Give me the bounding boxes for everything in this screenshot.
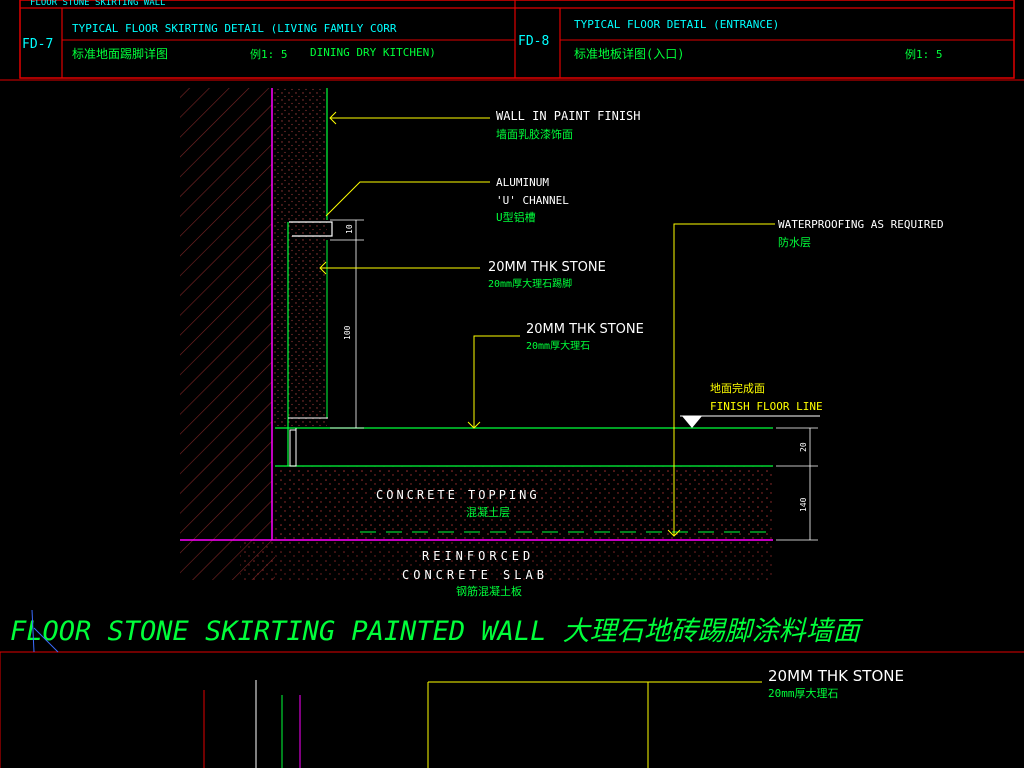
label-skirting-stone: 20MM THK STONE: [488, 260, 606, 275]
detail-subtitle-left: DINING DRY KITCHEN): [310, 46, 436, 59]
title-block: FLOOR STONE SKIRTING WALL FD-7 TYPICAL F…: [0, 0, 1024, 81]
section-lines: [180, 88, 773, 541]
leader-lines: [319, 111, 775, 537]
detail-scale-right: 例1: 5: [905, 47, 943, 61]
label-floor-stone-cn: 20mm厚大理石: [526, 339, 590, 352]
section-hatching: [180, 88, 773, 582]
detail-code-right: FD-8: [518, 34, 549, 49]
detail-title-left-cn: 标准地面踢脚详图: [72, 46, 168, 61]
lower-detail: [203, 680, 762, 768]
dim-10: 10: [345, 224, 354, 234]
label-lower-stone: 20MM THK STONE: [768, 667, 904, 685]
label-skirting-stone-cn: 20mm厚大理石踢脚: [488, 277, 572, 290]
label-reinforced: REINFORCED: [422, 549, 534, 563]
label-concrete-topping-cn: 混凝土层: [466, 505, 510, 519]
label-finish-floor: FINISH FLOOR LINE: [710, 400, 823, 413]
label-finish-floor-cn: 地面完成面: [710, 381, 765, 395]
label-u-channel: 'U' CHANNEL: [496, 194, 569, 207]
label-concrete-slab: CONCRETE SLAB: [402, 568, 548, 582]
drawing-title: FLOOR STONE SKIRTING PAINTED WALL 大理石地砖踢…: [10, 616, 864, 647]
finish-floor-marker: [680, 415, 820, 428]
label-aluminum-cn: U型铝槽: [496, 210, 536, 224]
dim-140: 140: [799, 497, 808, 512]
detail-scale-left: 例1: 5: [250, 47, 288, 61]
label-wall-paint-cn: 墙面乳胶漆饰面: [496, 127, 573, 141]
label-floor-stone: 20MM THK STONE: [526, 322, 644, 337]
detail-title-left: TYPICAL FLOOR SKIRTING DETAIL (LIVING FA…: [72, 22, 397, 35]
label-waterproofing-cn: 防水层: [778, 235, 811, 249]
labels: WALL IN PAINT FINISH 墙面乳胶漆饰面 ALUMINUM 'U…: [376, 109, 944, 598]
label-waterproofing: WATERPROOFING AS REQUIRED: [778, 218, 944, 231]
dimensions: [330, 219, 818, 541]
label-wall-paint: WALL IN PAINT FINISH: [496, 109, 641, 123]
label-lower-stone-cn: 20mm厚大理石: [768, 686, 839, 700]
detail-title-right-cn: 标准地板详图(入口): [574, 46, 684, 61]
detail-code-left: FD-7: [22, 37, 53, 52]
title-top-line: FLOOR STONE SKIRTING WALL: [30, 0, 165, 8]
label-concrete-topping: CONCRETE TOPPING: [376, 488, 540, 502]
label-aluminum: ALUMINUM: [496, 176, 549, 189]
label-concrete-slab-cn: 钢筋混凝土板: [456, 584, 522, 598]
dim-20: 20: [799, 442, 808, 452]
dim-100: 100: [343, 325, 352, 340]
detail-title-right: TYPICAL FLOOR DETAIL (ENTRANCE): [574, 18, 779, 31]
